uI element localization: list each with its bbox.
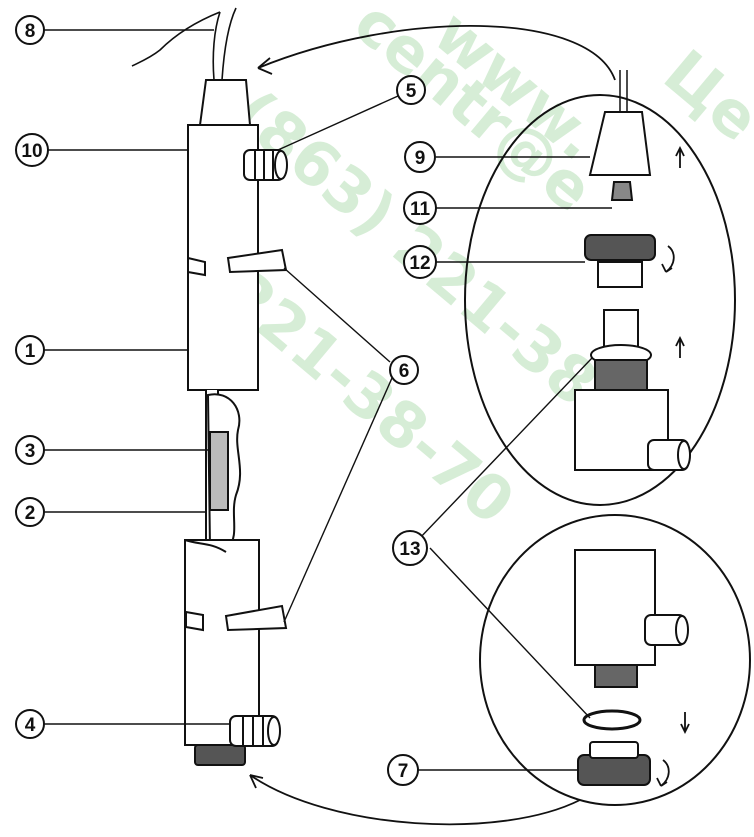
connector-arrows xyxy=(249,24,616,826)
callout-10: 10 xyxy=(15,133,49,167)
leader-5 xyxy=(277,95,399,151)
arrow-up-1 xyxy=(675,145,685,168)
detail-connector xyxy=(610,181,634,201)
sensor-window xyxy=(209,431,229,511)
arrow-to-top-cap xyxy=(257,24,616,81)
callout-9: 9 xyxy=(404,141,436,173)
leader-6b xyxy=(283,377,393,623)
upper-nozzle xyxy=(243,149,288,181)
svg-text:3: 3 xyxy=(25,441,36,462)
leader-13a xyxy=(417,357,593,541)
svg-text:8: 8 xyxy=(25,21,36,42)
cable xyxy=(131,7,237,81)
svg-text:10: 10 xyxy=(21,141,42,162)
clip-lower xyxy=(185,604,288,632)
detail-glass-top xyxy=(574,309,691,471)
o-ring xyxy=(582,709,642,731)
top-cap xyxy=(198,79,252,126)
callout-13: 13 xyxy=(392,530,428,566)
lower-nozzle xyxy=(229,715,281,747)
detail-lower-body xyxy=(574,549,689,688)
svg-text:4: 4 xyxy=(25,715,36,736)
rotate-arrow-2 xyxy=(656,759,670,787)
svg-text:2: 2 xyxy=(25,503,36,524)
callouts: 8 10 5 1 3 2 4 6 9 11 12 13 7 xyxy=(15,15,437,786)
svg-text:11: 11 xyxy=(410,199,431,220)
detail-bottom-nut xyxy=(577,741,651,786)
callout-6: 6 xyxy=(389,355,419,385)
svg-text:12: 12 xyxy=(409,253,430,274)
svg-text:13: 13 xyxy=(399,539,420,560)
callout-4: 4 xyxy=(15,709,45,739)
callout-2: 2 xyxy=(15,497,45,527)
upper-detail-view xyxy=(464,70,736,506)
detail-cap xyxy=(588,111,652,176)
lower-tube xyxy=(184,539,260,746)
leader-13b xyxy=(429,547,591,719)
callout-3: 3 xyxy=(15,435,45,465)
arrow-up-2 xyxy=(675,335,685,358)
leader-6a xyxy=(283,267,391,363)
watermark-line-5: Це xyxy=(650,36,754,156)
svg-text:1: 1 xyxy=(25,341,36,362)
callout-7: 7 xyxy=(387,754,419,786)
callout-8: 8 xyxy=(15,15,45,45)
lower-detail-view xyxy=(479,514,751,806)
arrow-down xyxy=(680,712,690,735)
electrode-body xyxy=(131,7,288,766)
detail-nut xyxy=(584,234,656,288)
lower-detail-outline xyxy=(479,514,751,806)
svg-text:9: 9 xyxy=(415,148,426,169)
callout-11: 11 xyxy=(403,191,437,225)
callout-12: 12 xyxy=(403,245,437,279)
arrow-to-bottom-cap xyxy=(249,774,581,826)
leader-lines xyxy=(44,29,612,771)
rotate-arrow-1 xyxy=(661,245,675,273)
svg-text:5: 5 xyxy=(406,81,417,102)
bottom-cap xyxy=(194,744,246,766)
svg-text:6: 6 xyxy=(399,361,410,382)
callout-5: 5 xyxy=(396,75,426,105)
callout-1: 1 xyxy=(15,335,45,365)
upper-detail-outline xyxy=(464,94,736,506)
svg-text:7: 7 xyxy=(398,761,409,782)
